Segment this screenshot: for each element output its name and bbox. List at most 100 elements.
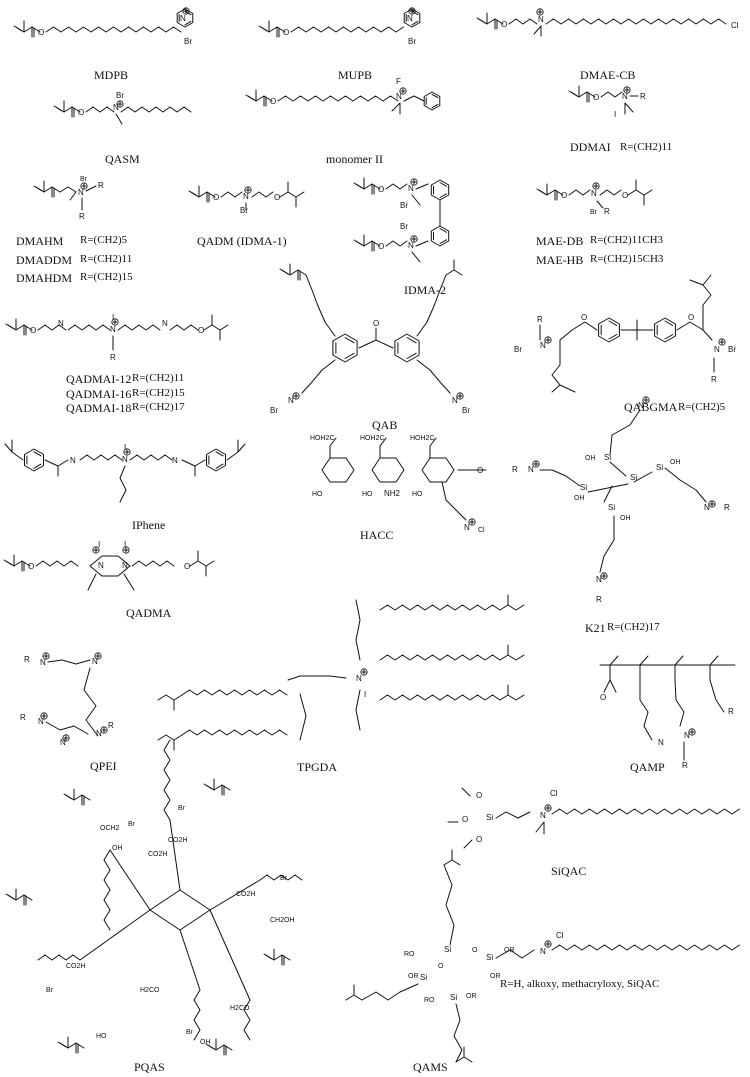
iphene-carbamate-right (129, 454, 173, 461)
mae-linker-right (599, 189, 622, 196)
positive-charge-mark (361, 669, 367, 675)
qams-si-d: Si (450, 993, 457, 1002)
positive-charge-mark (42, 652, 50, 660)
qpei-r-right: R (108, 721, 114, 730)
pqas-carboxyl: CO2H (236, 891, 255, 898)
iphene-i: I (124, 443, 126, 452)
ddmai-ester-o: O (593, 93, 599, 102)
label-mupb: MUPB (338, 68, 373, 82)
positive-charge-mark (719, 339, 725, 345)
iphene-vinyl-left (4, 439, 24, 461)
dmahm-n: N (78, 188, 84, 197)
positive-charge-mark (95, 653, 101, 659)
qadm-ester-o-left: O (213, 193, 219, 202)
idma2-n-bottom: N (408, 241, 414, 250)
siqac-cl: Cl (550, 789, 558, 798)
mupb-n: N (407, 14, 413, 23)
mdpb-ester-o: O (38, 28, 44, 37)
qadmai-n: N (110, 325, 116, 334)
dmae-cb-linker (508, 18, 538, 25)
tpgda-arm-lower (299, 693, 307, 741)
positive-charge-mark (122, 546, 130, 554)
monomer-ii-n: N (396, 92, 402, 101)
k21-si-right: Si (656, 463, 663, 472)
iphene-ring-left (26, 451, 42, 469)
qamp-r2: R (728, 707, 734, 716)
qams-propyl-right (495, 949, 535, 959)
pqas-branch (103, 849, 111, 931)
pqas-hydroxyl: OH (200, 1039, 211, 1046)
mupb-br: Br (408, 37, 416, 46)
positive-charge-mark (43, 653, 49, 659)
qabgma-methacrylate-right (689, 274, 712, 331)
qab-ring-right (397, 337, 417, 359)
label-k21-r: R=(CH2)17 (607, 621, 660, 633)
qams-chain (551, 944, 740, 951)
monomer-ii-chain (277, 95, 399, 102)
qab-br-right: Br (462, 406, 470, 415)
qamp-repeat (674, 655, 684, 681)
hacc-pyranose-ring (371, 457, 405, 483)
positive-charge-mark (112, 319, 118, 325)
idma2-methyl-top (411, 194, 421, 206)
qamp-ester-3 (674, 679, 685, 727)
mupb-pyridinium (403, 8, 421, 28)
qadma-heptyl (87, 573, 135, 591)
positive-charge-mark (689, 729, 695, 735)
positive-charge-mark (456, 392, 464, 400)
label-qpei: QPEI (90, 759, 117, 773)
hacc-cl: Cl (478, 527, 485, 534)
label-ddmai: DDMAI (570, 140, 611, 154)
qpei-n-top: N (40, 658, 46, 667)
qabgma-ring-right (656, 320, 674, 340)
pqas-carboxyl: CO2H (66, 963, 85, 970)
qadm-br: Br (240, 206, 248, 215)
qab-methacrylate-rt (445, 259, 463, 276)
hacc-hydroxyl-label: HO (362, 491, 373, 498)
ddmai-methyl (624, 102, 634, 115)
siqac-n: N (540, 811, 546, 820)
label-qasm: QASM (105, 152, 140, 166)
positive-charge-mark (468, 518, 476, 526)
label-qadmai-12: QADMAI-12 (66, 372, 132, 386)
mae-methacrylate-left (536, 188, 546, 195)
siqac-propyl (495, 811, 531, 819)
pqas-oxymethylene: OCH2 (100, 825, 120, 832)
pqas-carboxyl: CO2H (148, 851, 167, 858)
positive-charge-mark (245, 187, 251, 193)
qadm-linker-right (251, 191, 274, 198)
k21-oh: OH (670, 459, 681, 466)
label-dmahdm: DMAHDM (16, 271, 73, 285)
mae-r: R (604, 207, 610, 216)
qab-n-right: N (452, 396, 458, 405)
positive-charge-mark (62, 734, 70, 742)
k21-propyl-bottom (599, 515, 615, 573)
qadmai-r: R (110, 353, 116, 362)
k21-si-top: Si (604, 453, 611, 462)
tpgda-glycol-bottom-right (379, 694, 501, 701)
mdpb-pyridinium (176, 8, 194, 28)
qasm-br: Br (116, 91, 124, 100)
label-mae-hb-r: R=(CH2)15CH3 (590, 253, 664, 265)
positive-charge-mark (123, 448, 131, 456)
qab-ring-right (394, 333, 420, 363)
pqas-methacrylate (63, 793, 73, 800)
positive-charge-mark (708, 500, 716, 508)
ddmai-linker (600, 91, 623, 98)
mae-n: N (591, 189, 597, 198)
k21-propyl-top (609, 409, 641, 456)
qab-benzophenone (358, 327, 394, 349)
pqas-br: Br (46, 987, 54, 994)
qab-arm-left-bottom (301, 359, 336, 394)
qamp-n2: N (684, 731, 690, 740)
positive-charge-mark (80, 182, 88, 190)
iphene-ring-right (206, 448, 226, 472)
iphene-cumyl-right (181, 459, 206, 477)
k21-n-right: N (704, 503, 710, 512)
idma2-ester-o-bottom: O (378, 242, 384, 251)
label-qams: QAMS (413, 1060, 448, 1074)
idma2-br-top: Br (400, 201, 408, 210)
label-qabgma-r: R=(CH2)5 (678, 401, 726, 413)
pqas-branch (243, 999, 251, 1041)
